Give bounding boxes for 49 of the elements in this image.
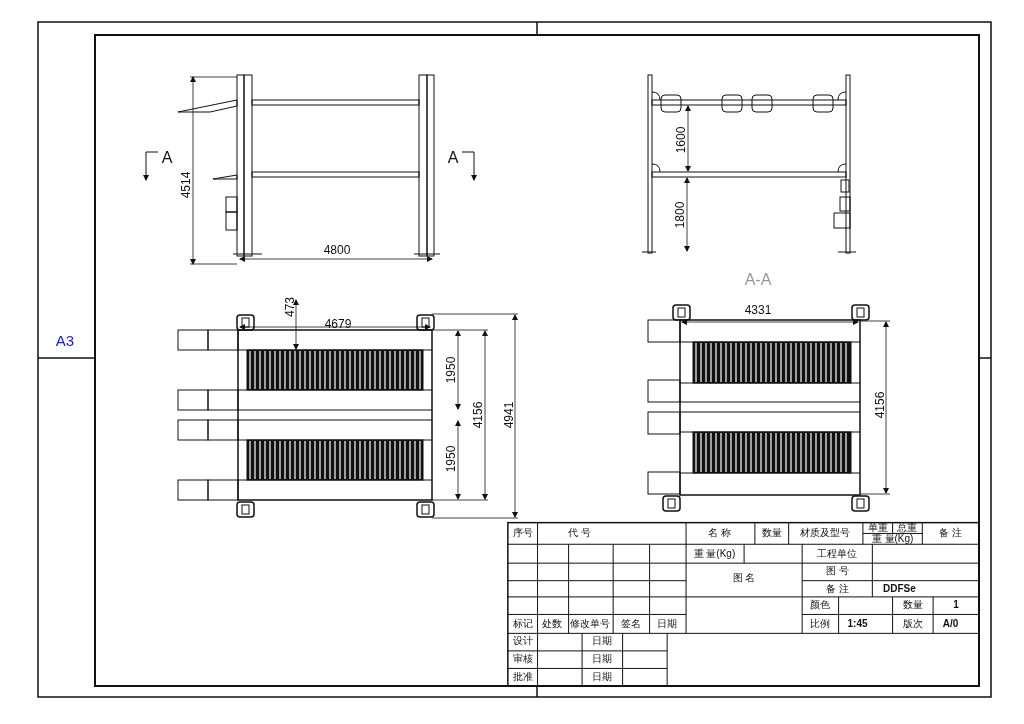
table-label: 1:45 xyxy=(847,618,868,629)
table-label: 数量 xyxy=(762,528,783,539)
table-label: 处数 xyxy=(542,618,563,629)
dimension-value: 4679 xyxy=(324,318,352,330)
dimension-value: 473 xyxy=(284,297,296,317)
table-label: 图 号 xyxy=(825,566,849,577)
table-label: 审核 xyxy=(512,654,533,664)
table-label: 数量 xyxy=(902,600,923,610)
dimension-value: 4156 xyxy=(874,391,886,419)
dimension-value: 1800 xyxy=(674,201,686,229)
section-label: A xyxy=(161,150,173,166)
dimension-value: 1950 xyxy=(445,445,457,473)
dimension-value: 1600 xyxy=(675,126,687,154)
table-label: 日期 xyxy=(592,654,613,664)
dimension-value: 4331 xyxy=(744,304,772,316)
table-label: 版次 xyxy=(902,618,923,629)
table-label: 批准 xyxy=(512,671,533,682)
table-label: 颜色 xyxy=(809,600,830,610)
table-label: 日期 xyxy=(592,671,613,682)
table-label: 单重 xyxy=(867,523,888,534)
dimension-value: 4800 xyxy=(323,244,351,256)
table-label: DDFSe xyxy=(882,583,916,594)
section-title: A-A xyxy=(744,272,772,288)
table-label: 图 名 xyxy=(732,573,756,583)
table-label: 日期 xyxy=(592,636,613,647)
sheet-size-label: A3 xyxy=(55,332,75,348)
table-label: 工程单位 xyxy=(817,548,858,559)
table-label: 序号 xyxy=(512,528,533,539)
table-label: 材质及型号 xyxy=(800,528,851,539)
table-label: 比例 xyxy=(809,618,830,629)
table-label: 名 称 xyxy=(708,528,732,539)
table-label: 备 注 xyxy=(825,583,849,594)
table-label: 设计 xyxy=(512,636,533,647)
table-label: 代 号 xyxy=(568,528,591,539)
table-label: 日期 xyxy=(657,618,678,629)
section-label: A xyxy=(447,150,459,166)
dimension-value: 4941 xyxy=(503,401,515,429)
table-label: 修改单号 xyxy=(570,618,611,629)
table-label: 标记 xyxy=(512,618,533,629)
table-label: 签名 xyxy=(620,618,641,629)
dimension-value: 4156 xyxy=(472,401,484,429)
table-label: 重 量(Kg) xyxy=(871,533,914,544)
table-label: 备 注 xyxy=(939,528,963,539)
table-label: 总重 xyxy=(897,523,918,534)
dimension-value: 1950 xyxy=(445,356,457,384)
table-label: A/0 xyxy=(942,618,959,629)
table-label: 重 量(Kg) xyxy=(693,548,736,559)
table-label: 1 xyxy=(953,600,959,610)
dimension-value: 4514 xyxy=(180,171,192,199)
